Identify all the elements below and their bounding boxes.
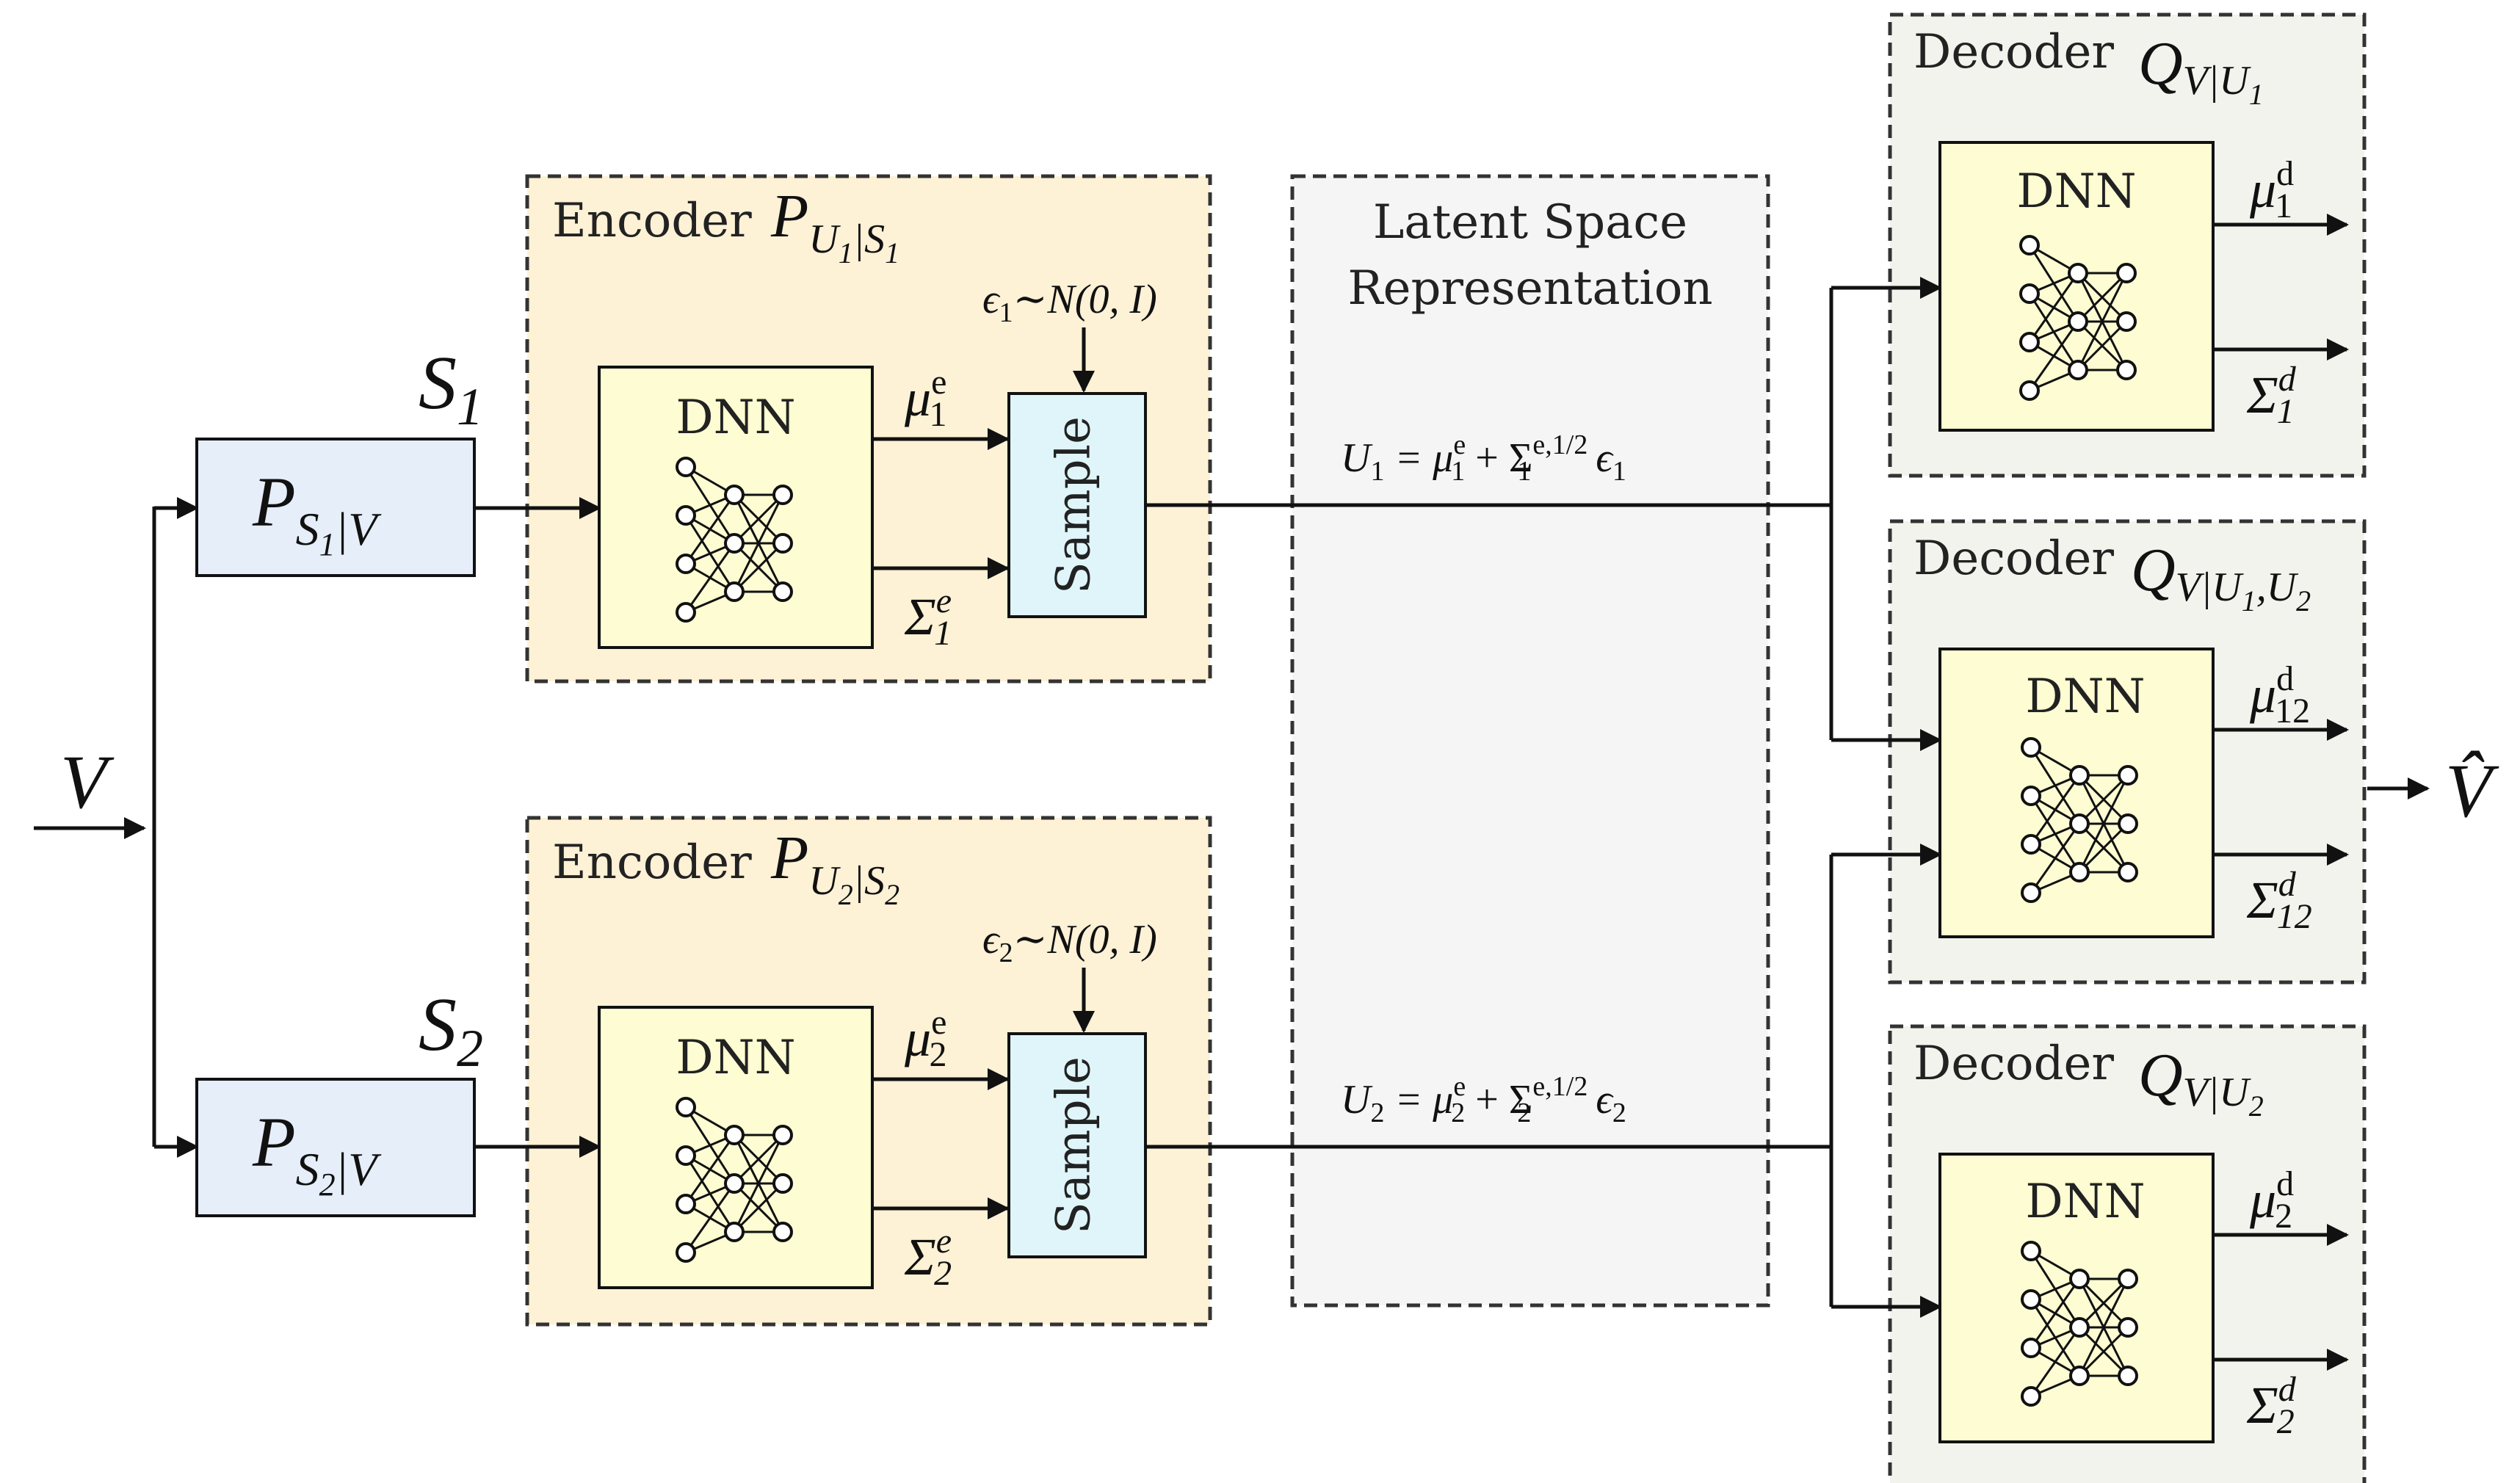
decoder-2-dist: QV|U1,U2 bbox=[2131, 536, 2311, 617]
decoder-2-dnn-box bbox=[1938, 648, 2215, 938]
decoder-3-dnn-box bbox=[1938, 1153, 2215, 1443]
encoder-1-sample-label: Sample bbox=[1047, 416, 1101, 594]
encoder-2-sample-label: Sample bbox=[1047, 1056, 1101, 1234]
decoder-3-dnn-label: DNN bbox=[2025, 1175, 2145, 1229]
channel-2-label: PS2|V bbox=[252, 1103, 382, 1203]
encoder-1-noise: ϵ1∼N(0, I) bbox=[982, 277, 1157, 328]
encoder-1-dist: PU1|S1 bbox=[770, 182, 899, 269]
decoder-1-dist: QV|U1 bbox=[2138, 29, 2264, 111]
encoder-2-title: Encoder bbox=[552, 835, 752, 890]
encoder-2-noise: ϵ2∼N(0, I) bbox=[982, 917, 1157, 968]
decoder-2-title: Decoder bbox=[1913, 532, 2114, 586]
encoder-1-dnn-label: DNN bbox=[676, 391, 795, 445]
encoder-2-sample-box bbox=[1007, 1032, 1147, 1258]
output-symbol: V̂ bbox=[2445, 749, 2499, 833]
encoder-2-dist: PU2|S2 bbox=[770, 824, 899, 911]
decoder-1-dnn-label: DNN bbox=[2016, 164, 2136, 219]
decoder-1-dnn-box bbox=[1938, 141, 2215, 432]
latent-title-line1: Latent Space bbox=[1373, 195, 1687, 250]
source-2-symbol: S2 bbox=[419, 982, 483, 1078]
decoder-2-dnn-label: DNN bbox=[2025, 670, 2145, 724]
encoder-1-title: Encoder bbox=[552, 194, 752, 248]
latent-title-line2: Representation bbox=[1347, 261, 1712, 316]
channel-2-box bbox=[195, 1078, 476, 1217]
decoder-3-dist: QV|U2 bbox=[2138, 1041, 2264, 1123]
channel-1-box bbox=[195, 438, 476, 577]
source-1-symbol: S1 bbox=[419, 341, 483, 436]
encoder-2-dnn-label: DNN bbox=[676, 1031, 795, 1085]
decoder-3-title: Decoder bbox=[1913, 1037, 2114, 1091]
input-symbol: V bbox=[60, 740, 115, 824]
decoder-1-title: Decoder bbox=[1913, 25, 2114, 79]
latent-space-panel: Latent Space Representation bbox=[1290, 174, 1770, 1308]
channel-1-label: PS1|V bbox=[252, 463, 382, 562]
